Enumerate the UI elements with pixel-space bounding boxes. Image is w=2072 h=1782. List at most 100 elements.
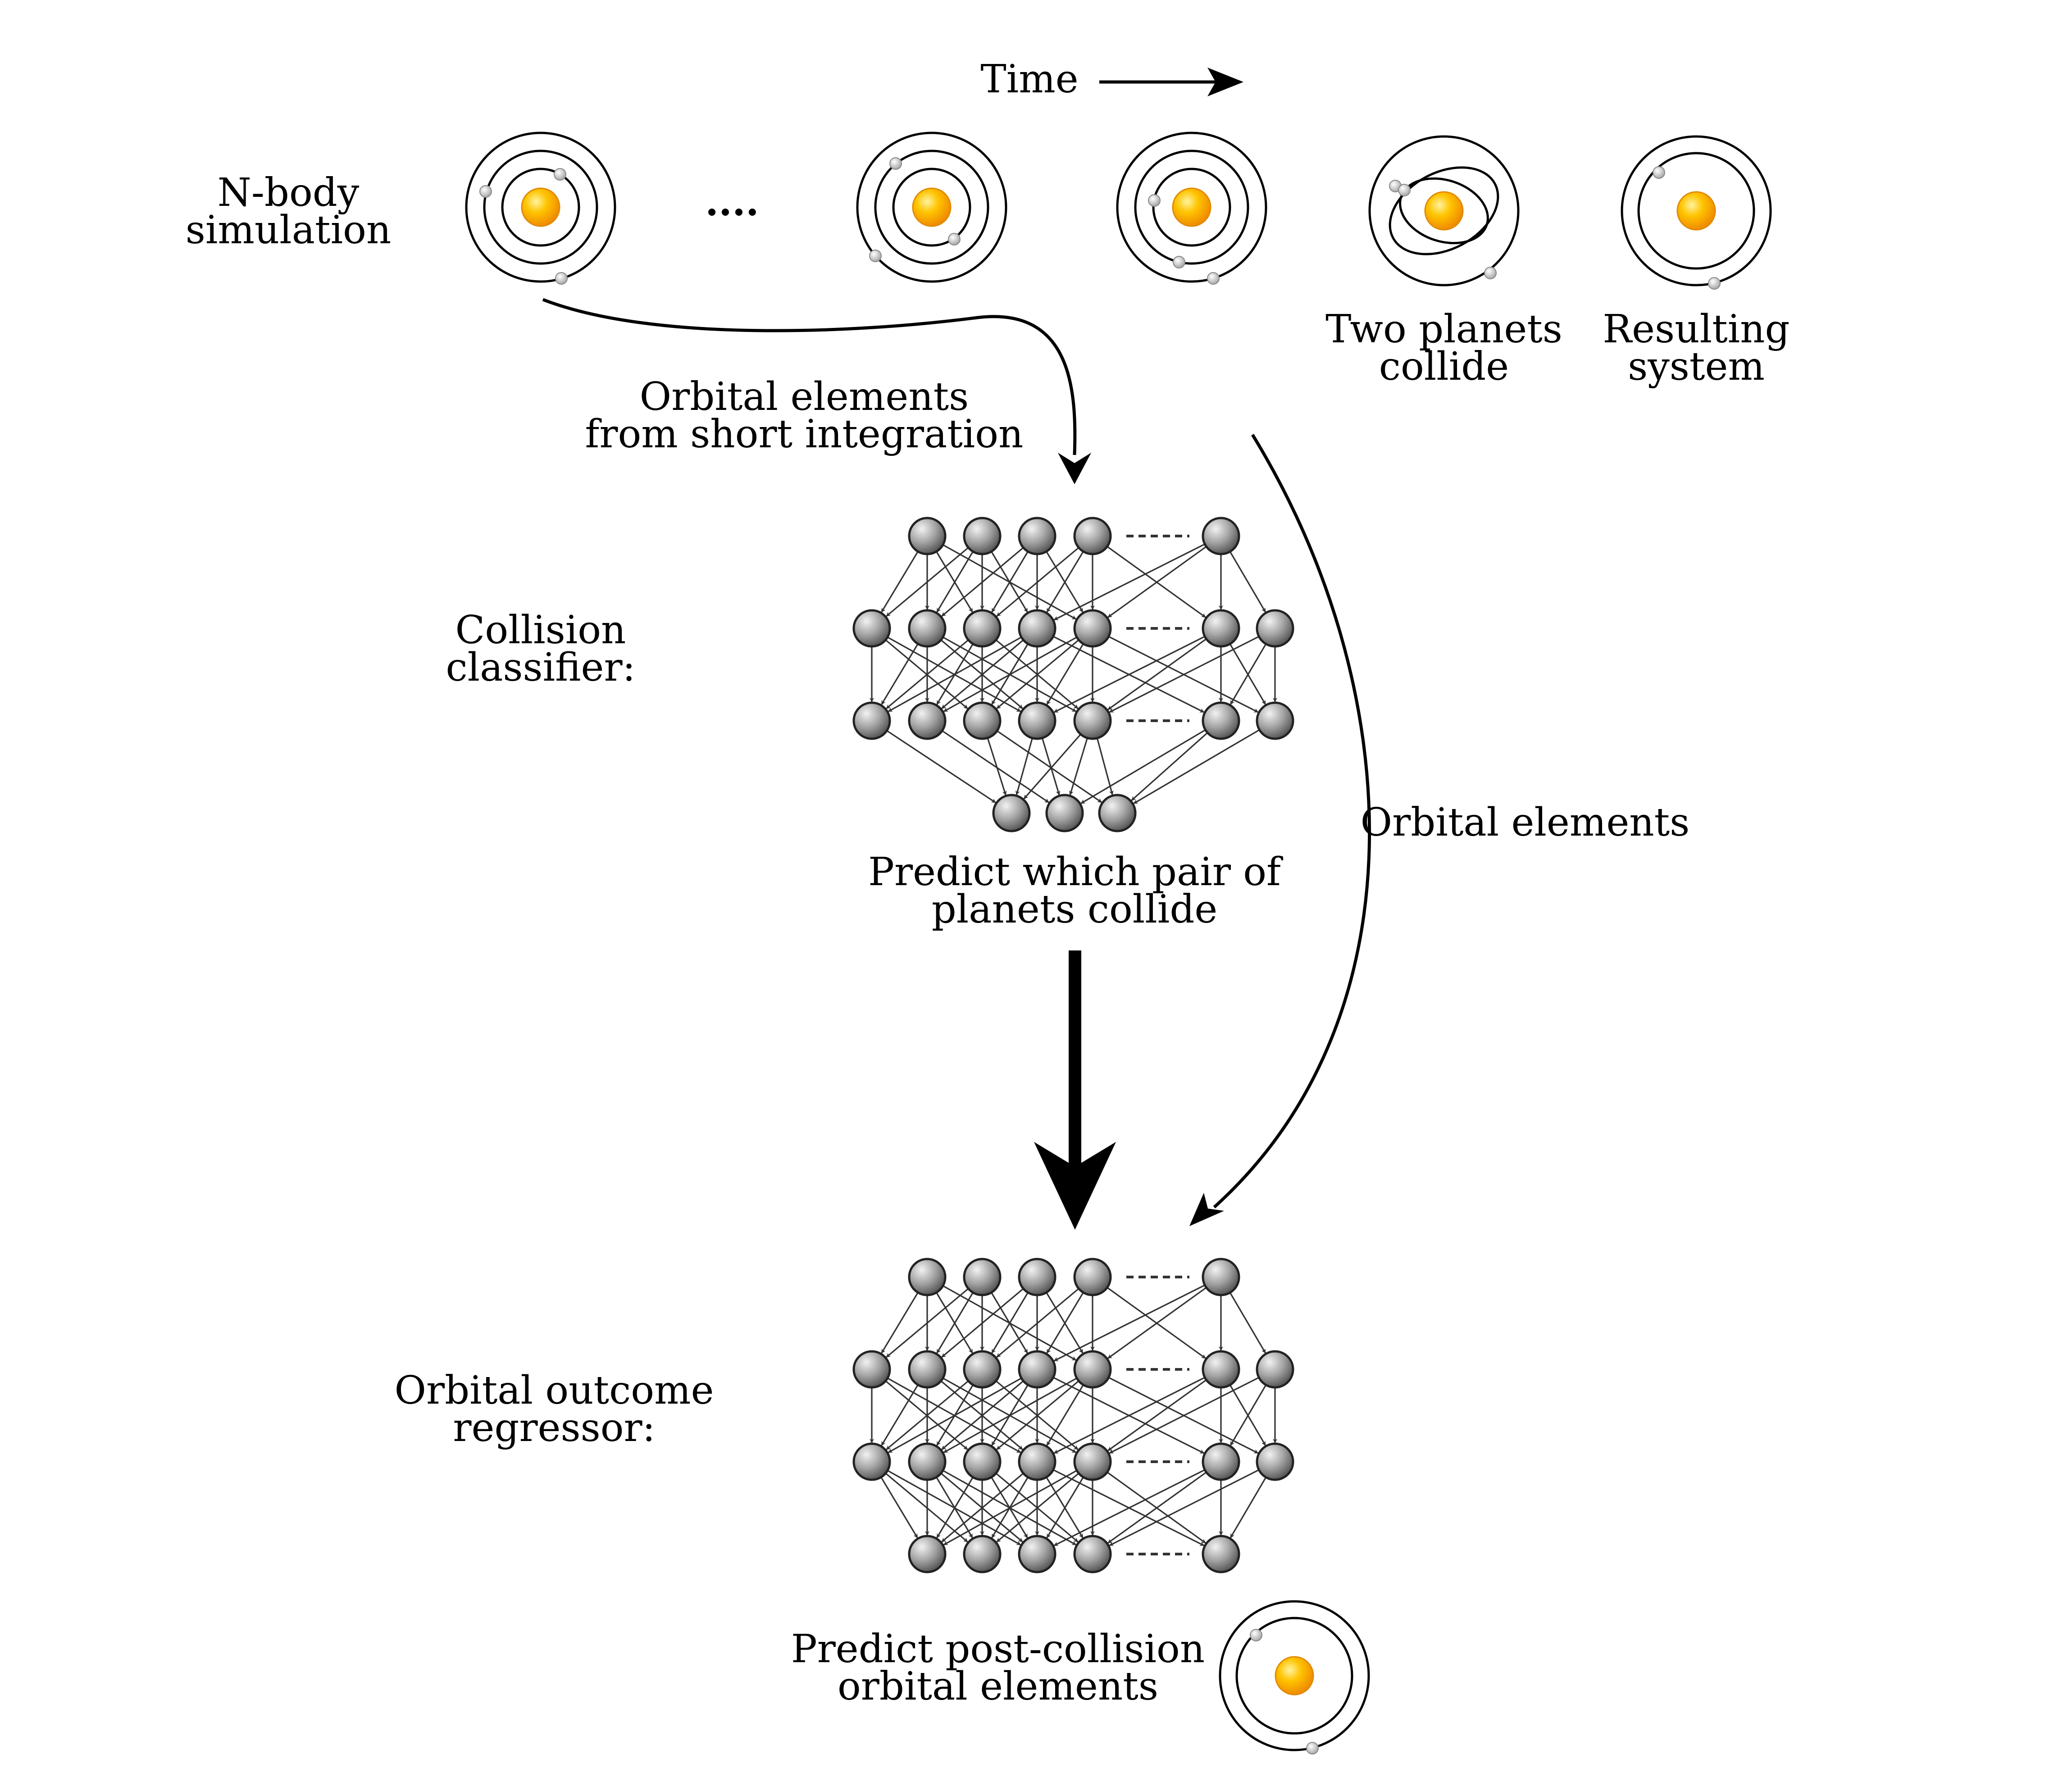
classifier-label-line1: Collision xyxy=(455,608,626,653)
classifier-neurons xyxy=(852,517,1294,832)
regressor-edge xyxy=(996,1473,1079,1543)
planet-icon xyxy=(869,250,882,262)
regressor-edge xyxy=(886,1380,969,1450)
classifier-edge xyxy=(1053,636,1205,713)
planet-icon xyxy=(1173,256,1185,268)
regressor-edge xyxy=(1107,1287,1207,1359)
system-icon-middle xyxy=(856,132,1007,283)
collide-label-line1: Two planets xyxy=(1325,307,1562,352)
regressor-neuron xyxy=(1018,1535,1056,1573)
regressor-edge xyxy=(881,1384,919,1446)
regressor-edge xyxy=(1053,1469,1205,1546)
classifier-neuron xyxy=(963,517,1002,555)
predict-post-label-line2: orbital elements xyxy=(838,1664,1158,1709)
system-icon-collision xyxy=(1368,135,1520,286)
regressor-neurons xyxy=(852,1258,1294,1573)
classifier-edge xyxy=(1230,643,1267,705)
classifier-neuron xyxy=(1018,609,1056,648)
classifier-edge xyxy=(1053,543,1205,621)
star-icon xyxy=(1676,191,1716,231)
classifier-edge xyxy=(942,730,1050,803)
classifier-neuron xyxy=(1073,517,1112,555)
regressor-neuron xyxy=(852,1350,891,1389)
regressor-edge xyxy=(1229,1292,1266,1354)
regressor-neuron xyxy=(963,1535,1002,1573)
classifier-neuron xyxy=(1202,517,1240,555)
classifier-edge xyxy=(996,547,1079,617)
regressor-neuron xyxy=(1256,1442,1294,1481)
time-label: Time xyxy=(980,57,1078,102)
regressor-edge xyxy=(991,1292,1029,1354)
regressor-edge xyxy=(1109,1469,1260,1546)
regressor-edge xyxy=(996,1288,1079,1358)
system-icon-result xyxy=(1621,135,1772,290)
regressor-edges xyxy=(870,1284,1277,1546)
regressor-neuron xyxy=(1073,1535,1112,1573)
classifier-neuron xyxy=(1202,701,1240,740)
regressor-edge xyxy=(881,1292,919,1354)
classifier-edge xyxy=(1107,638,1207,710)
classifier-edge xyxy=(1131,732,1208,801)
classifier-neuron xyxy=(908,609,947,648)
classifier-edge xyxy=(1041,737,1061,796)
classifier-neuron xyxy=(852,609,891,648)
predict-post-label-line1: Predict post-collision xyxy=(791,1627,1205,1672)
classifier-edge xyxy=(1107,546,1207,618)
regressor-neuron xyxy=(908,1442,947,1481)
orbital-elements-arrow xyxy=(1189,434,1371,1226)
classifier-edge xyxy=(1080,729,1206,805)
classifier-edge xyxy=(1096,738,1114,796)
system-icon-final xyxy=(1219,1600,1370,1755)
regressor-edge xyxy=(1053,1284,1205,1362)
regressor-neuron xyxy=(1202,1442,1240,1481)
classifier-neuron xyxy=(1045,794,1084,832)
regressor-neuron xyxy=(1256,1350,1294,1389)
orbital-elements-label: Orbital elements xyxy=(1361,800,1690,845)
time-arrow xyxy=(1099,68,1243,96)
classifier-neuron xyxy=(963,609,1002,648)
regressor-edge xyxy=(1107,1472,1207,1544)
classifier-edge xyxy=(886,730,996,804)
planet-icon xyxy=(1306,1742,1319,1755)
regressor-edge xyxy=(1046,1292,1084,1354)
orbital-outcome-regressor-network xyxy=(852,1258,1294,1573)
star-icon xyxy=(1424,191,1464,231)
planet-icon xyxy=(1708,277,1721,290)
regressor-edge xyxy=(943,1470,1077,1546)
regressor-label-line2: regressor: xyxy=(453,1405,655,1450)
classifier-edge xyxy=(888,636,1022,712)
regressor-neuron xyxy=(852,1442,891,1481)
regressor-edge xyxy=(1046,1477,1084,1538)
regressor-neuron xyxy=(963,1350,1002,1389)
regressor-neuron xyxy=(1018,1258,1056,1296)
classifier-edge xyxy=(1069,737,1088,796)
regressor-edge xyxy=(936,1477,974,1538)
star-icon xyxy=(521,187,560,227)
classifier-edge xyxy=(1023,734,1081,800)
regressor-neuron xyxy=(908,1258,947,1296)
regressor-edge xyxy=(880,1477,918,1538)
system-icon-initial xyxy=(465,132,616,285)
regressor-edge xyxy=(1230,1384,1267,1446)
classifier-neuron xyxy=(963,701,1002,740)
regressor-neuron xyxy=(1073,1258,1112,1296)
classifier-neuron xyxy=(1256,701,1294,740)
planet-icon xyxy=(889,157,902,170)
regressor-edge xyxy=(936,1292,974,1354)
regressor-neuron xyxy=(1018,1442,1056,1481)
star-icon xyxy=(1275,1656,1314,1696)
classifier-neuron xyxy=(1073,701,1112,740)
planet-icon xyxy=(1250,1629,1262,1641)
classifier-edge xyxy=(1229,551,1266,613)
classifier-edge xyxy=(941,547,1024,617)
classifier-edge xyxy=(1015,738,1033,796)
regressor-edge xyxy=(941,1380,1024,1450)
classifier-edge xyxy=(886,547,969,617)
planet-icon xyxy=(1653,166,1665,179)
short-integration-arrow xyxy=(542,298,1091,484)
planet-icon xyxy=(479,185,492,198)
regressor-neuron xyxy=(1202,1350,1240,1389)
regressor-edge xyxy=(1109,1377,1260,1454)
classifier-neuron xyxy=(1018,517,1056,555)
